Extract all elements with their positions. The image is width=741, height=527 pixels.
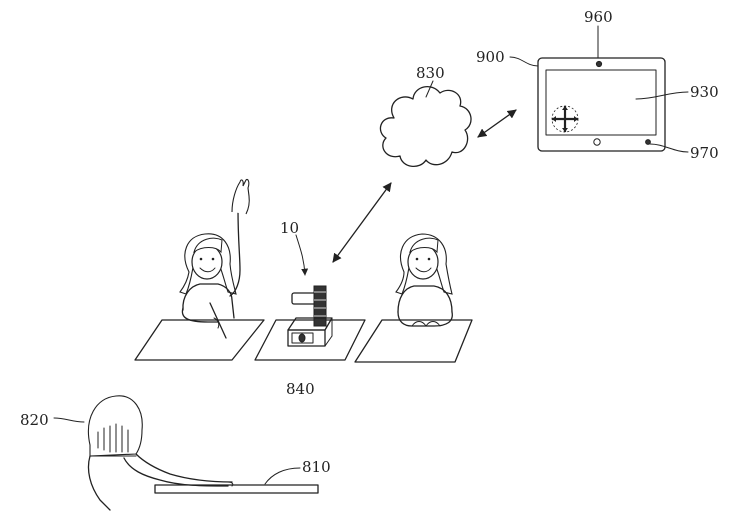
desk-left [134,319,265,361]
teacher-body [87,455,111,511]
label-820: 820 [20,411,49,429]
tablet-outer-frame [537,57,666,152]
teacher [53,395,234,511]
arrow-device-cloud [332,182,392,263]
desk-right [354,319,473,363]
base-indicator [298,333,306,343]
pencil [209,302,227,339]
student-left-hair [179,233,237,295]
label-840: 840 [286,380,315,398]
leader-930 [635,91,689,100]
student-left-raised-arm [229,209,241,297]
teacher-arm [135,453,233,483]
teacher-hair [88,395,143,457]
student-left-hand [231,178,250,215]
leader-810 [264,467,301,485]
student-right-hair [395,233,453,295]
tablet-home-button [593,138,601,146]
label-10: 10 [280,219,299,237]
base-slot [291,332,314,344]
label-810: 810 [302,458,331,476]
crosshair-icon [551,105,579,133]
desk-center [254,319,366,361]
leader-970 [649,143,689,153]
document-camera-device [287,285,333,347]
label-970: 970 [690,144,719,162]
cloud-outline [379,85,472,167]
student-left-body [182,283,235,319]
label-960: 960 [584,8,613,26]
leader-820 [53,417,85,423]
student-right-body [397,285,453,313]
student-right [395,233,453,327]
leader-900 [509,56,539,67]
base-box-840 [287,329,326,347]
tablet-camera-dot [595,60,603,68]
tablet-screen [545,69,657,136]
tablet-side-button [645,139,651,145]
label-930: 930 [690,83,719,101]
arrow-cloud-tablet [477,109,517,138]
cloud-network [379,80,472,167]
tablet-device [509,25,689,153]
student-left [179,178,250,339]
teacher-desk-810 [154,484,319,494]
leader-830 [425,80,434,98]
label-900: 900 [476,48,505,66]
label-830: 830 [416,64,445,82]
student-right-arms [397,311,453,327]
leader-10 [295,234,309,276]
